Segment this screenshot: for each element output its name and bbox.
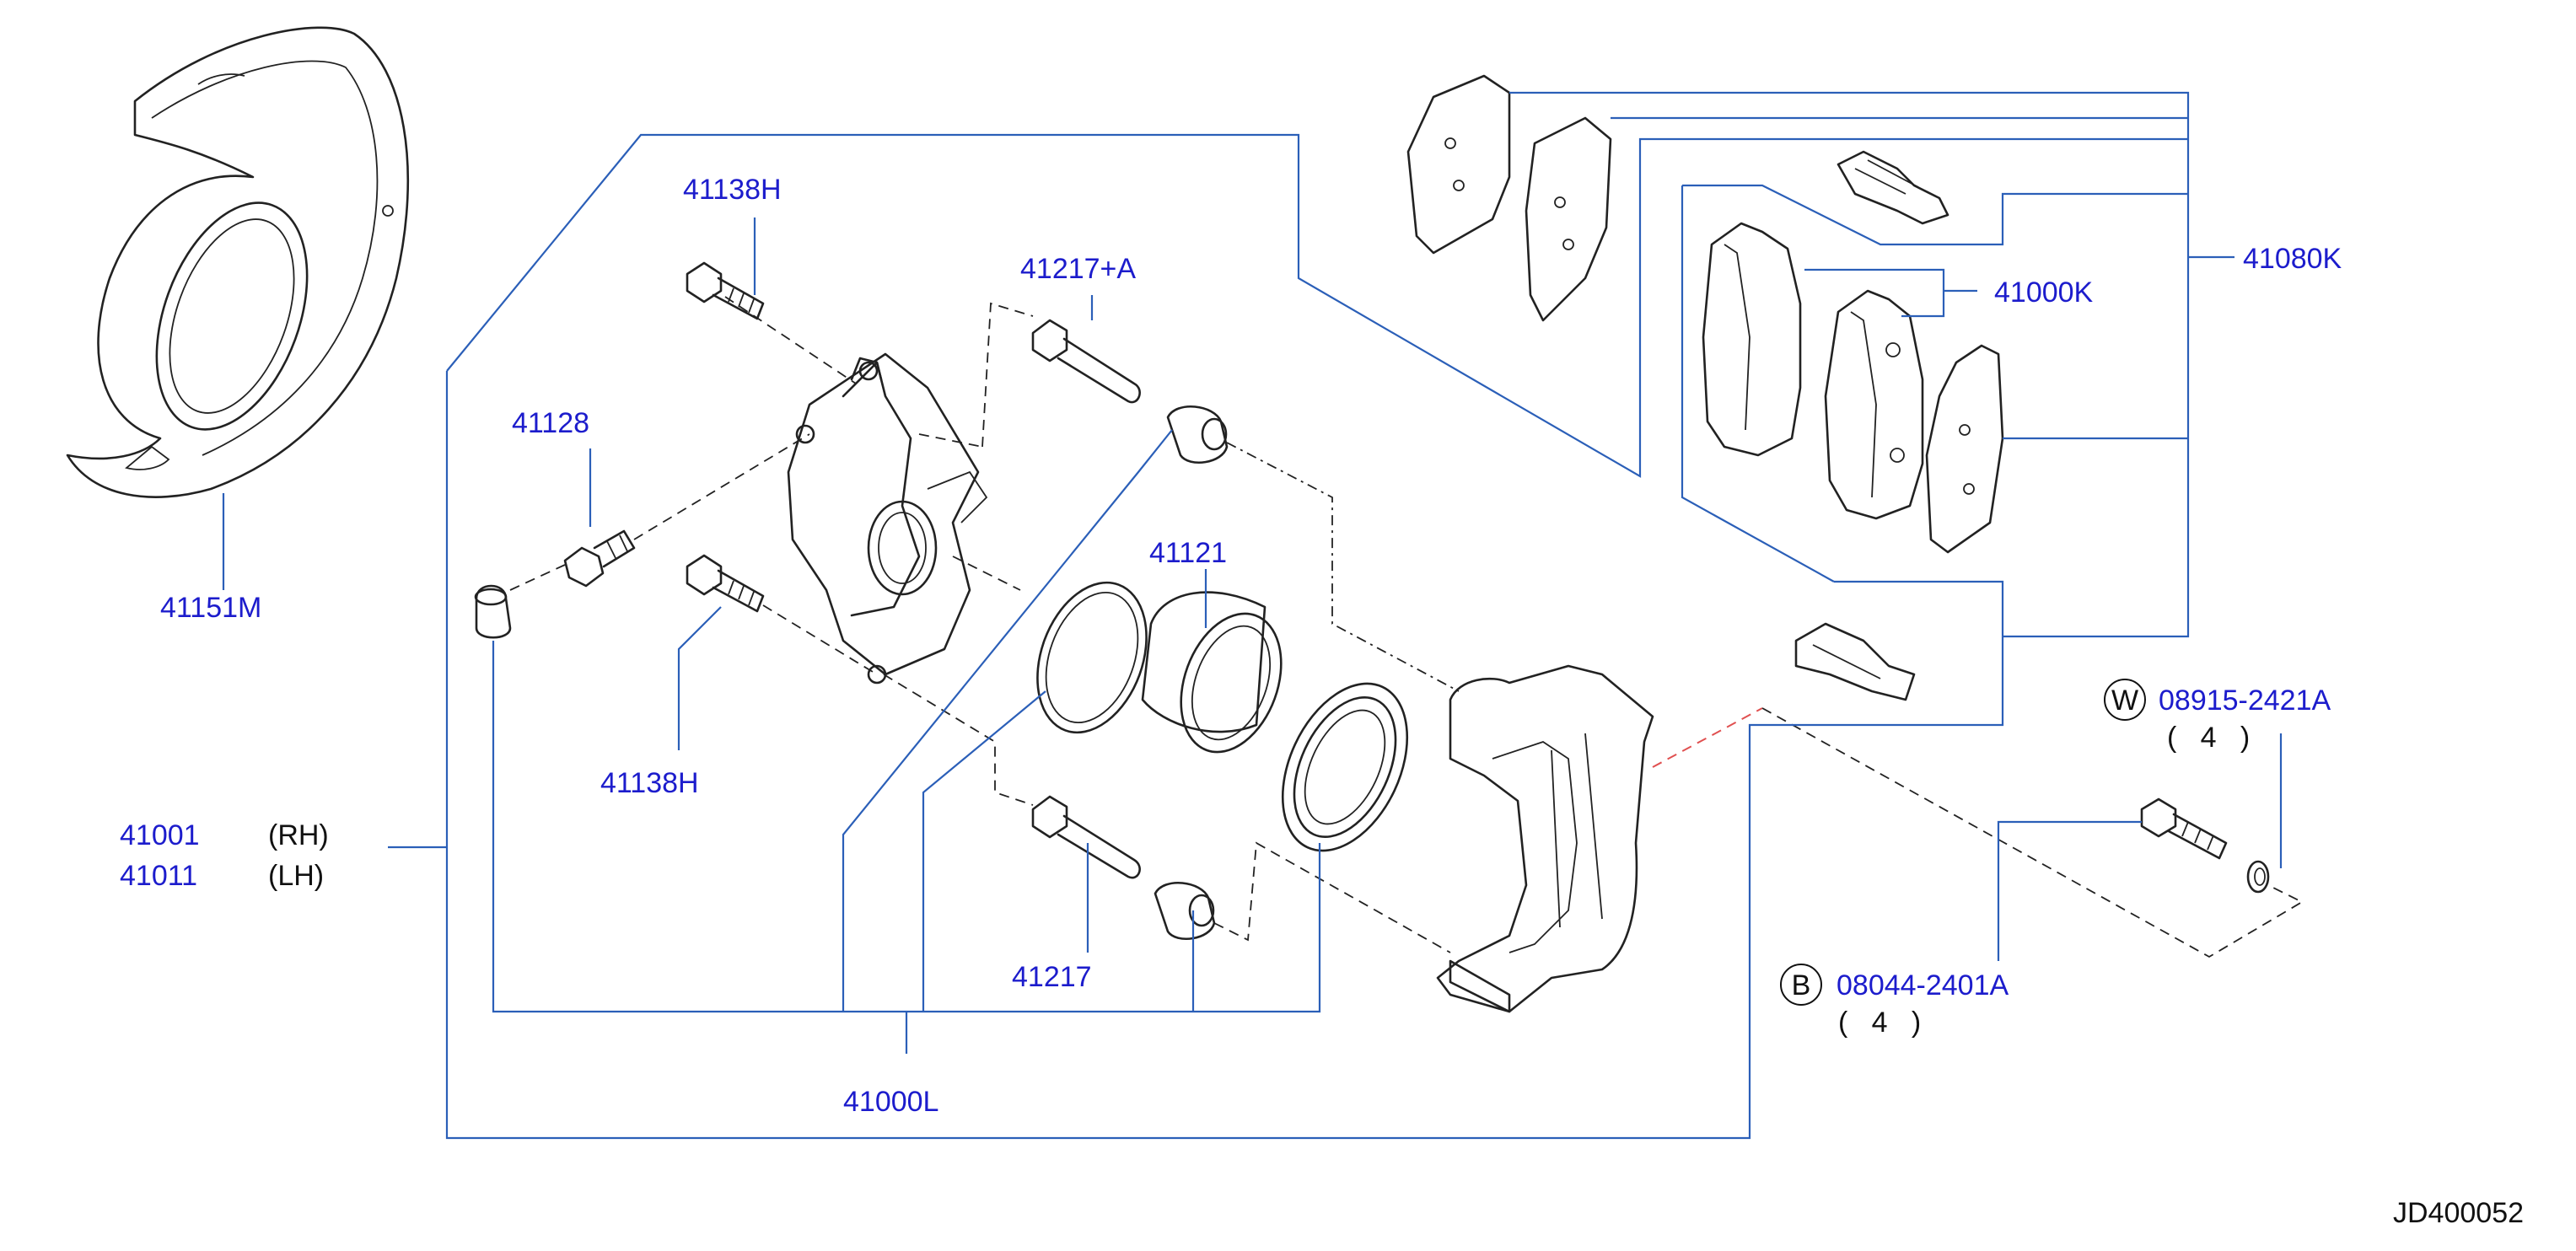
label-lh: (LH) <box>268 860 324 892</box>
pad-shim-inner-drawing <box>1925 344 2004 554</box>
w-marker-circle <box>2104 679 2146 721</box>
label-41000l[interactable]: 41000L <box>843 1086 938 1118</box>
pin-boot-bottom-drawing <box>1154 882 1216 940</box>
label-41151m[interactable]: 41151M <box>160 592 261 624</box>
label-41000k[interactable]: 41000K <box>1994 277 2094 309</box>
leader-lines <box>222 91 2283 1140</box>
diagram-id: JD400052 <box>2393 1197 2524 1229</box>
mounting-bolt-drawing <box>2140 797 2228 860</box>
lock-washer-drawing <box>2246 860 2270 894</box>
label-41080k[interactable]: 41080K <box>2243 243 2342 275</box>
label-41001[interactable]: 41001 <box>120 819 200 851</box>
label-41138h-bottom[interactable]: 41138H <box>600 767 699 799</box>
bleeder-cap-drawing <box>474 584 512 639</box>
piston-seal-drawing <box>1036 581 1148 734</box>
label-41121[interactable]: 41121 <box>1149 537 1227 569</box>
label-b-letter: B <box>1792 969 1811 1001</box>
label-w-qty: ( 4 ) <box>2167 722 2250 754</box>
pin-boot-top-drawing <box>1166 405 1229 464</box>
caliper-body-drawing <box>787 352 988 685</box>
part-labels: 41151M 41138H 41217+A 41128 41121 41138H… <box>120 174 2524 1229</box>
pad-clip-bottom-drawing <box>1794 622 1916 701</box>
guide-bolt-bottom-drawing <box>686 554 765 613</box>
label-08044-2401a[interactable]: 08044-2401A <box>1837 969 2009 1001</box>
brake-pad-inner-drawing <box>1824 289 1924 520</box>
label-41138h-top[interactable]: 41138H <box>683 174 782 206</box>
bleeder-screw-drawing <box>563 529 636 588</box>
label-rh: (RH) <box>268 819 329 851</box>
caliper-bracket-drawing <box>1436 664 1654 1013</box>
assembly-lines <box>509 296 2304 958</box>
label-41011[interactable]: 41011 <box>120 860 197 892</box>
splash-guard-drawing <box>66 26 410 498</box>
pad-shim-outer-drawing <box>1406 74 1612 322</box>
label-41217[interactable]: 41217 <box>1012 961 1092 993</box>
label-08915-2421a[interactable]: 08915-2421A <box>2159 685 2331 717</box>
slide-pin-drawing <box>1031 795 1141 879</box>
slide-pin-a-drawing <box>1031 319 1141 404</box>
guide-bolt-top-drawing <box>686 261 765 320</box>
label-41217a[interactable]: 41217+A <box>1020 253 1136 285</box>
b-marker-circle <box>1780 964 1822 1006</box>
label-41128[interactable]: 41128 <box>512 407 589 439</box>
piston-boot-drawing <box>1281 682 1409 852</box>
piston-drawing <box>1141 591 1283 754</box>
brake-pad-outer-drawing <box>1702 222 1802 457</box>
label-b-qty: ( 4 ) <box>1838 1007 1921 1039</box>
label-w-letter: W <box>2111 685 2138 717</box>
pad-clip-top-drawing <box>1837 150 1949 225</box>
